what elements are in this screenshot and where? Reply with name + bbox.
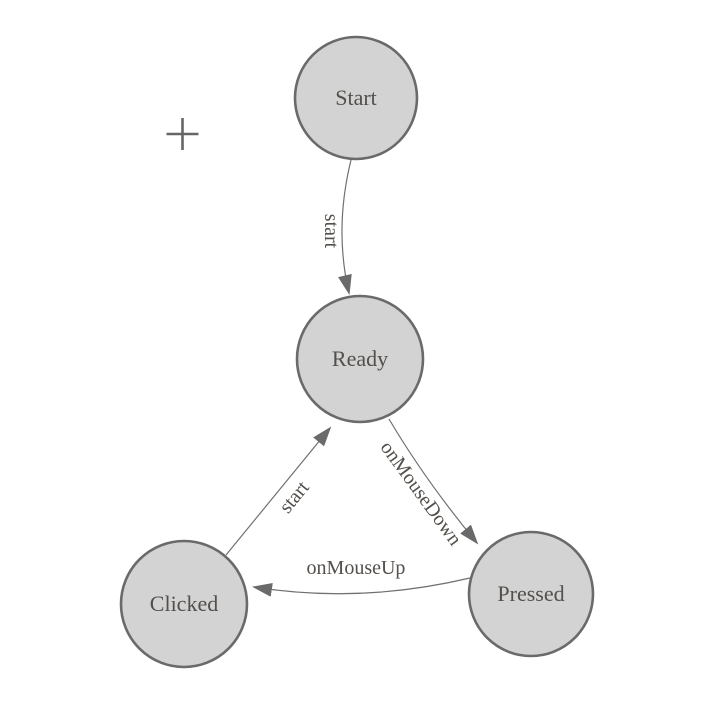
node-ready-label: Ready [332, 346, 388, 371]
node-clicked-label: Clicked [150, 591, 218, 616]
edge-layer [225, 159, 479, 597]
node-pressed-circle[interactable] [467, 530, 595, 658]
edge-label-start-left[interactable]: start [275, 477, 314, 518]
edge-pressed-to-clicked[interactable] [252, 577, 471, 597]
edge-label-start-top[interactable]: start [320, 214, 342, 249]
node-pressed: Pressed [467, 530, 595, 658]
node-start: Start [293, 35, 419, 161]
edge-clicked-to-ready[interactable] [225, 426, 332, 556]
edge-start-to-ready[interactable] [338, 159, 352, 295]
node-clicked: Clicked [119, 539, 249, 669]
node-clicked-circle[interactable] [119, 539, 249, 669]
node-ready: Ready [295, 294, 425, 424]
edge-ready-to-pressed[interactable] [388, 418, 479, 545]
node-start-circle[interactable] [293, 35, 419, 161]
node-start-label: Start [335, 85, 377, 110]
edge-label-onmouseup[interactable]: onMouseUp [307, 557, 406, 579]
crosshair-plus-icon [166, 118, 199, 150]
edge-label-onmousedown[interactable]: onMouseDown [376, 437, 466, 550]
node-ready-circle[interactable] [295, 294, 425, 424]
node-pressed-label: Pressed [497, 581, 564, 606]
